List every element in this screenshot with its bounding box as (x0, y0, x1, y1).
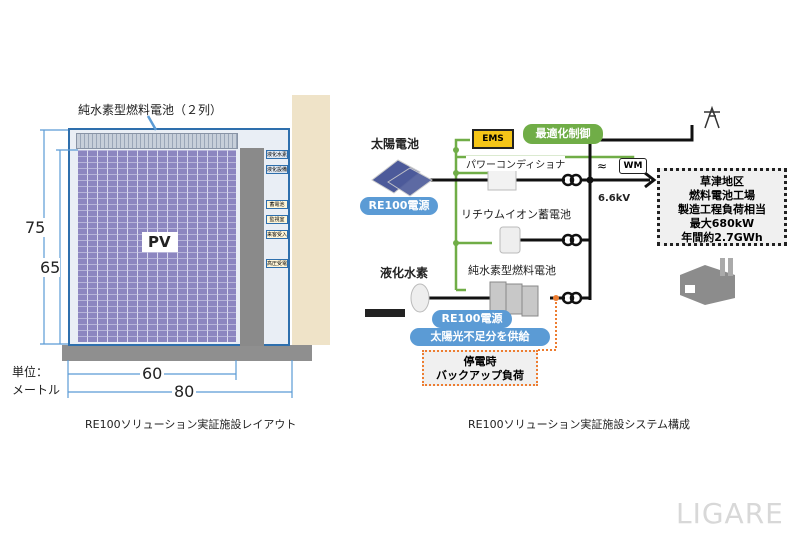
backup-line1: 停電時 (463, 355, 497, 368)
fuel-cell-system-label: 純水素型燃料電池 (468, 264, 556, 277)
battery-icon (499, 226, 521, 254)
solar-label: 太陽電池 (371, 137, 420, 151)
unit-value: メートル (12, 383, 61, 397)
hydrogen-label: 液化水素 (380, 266, 429, 280)
hydrogen-tank-icon (410, 283, 430, 313)
layout-caption: RE100ソリューション実証施設レイアウト (85, 418, 297, 431)
load-line: 年間約2.7GWh (681, 231, 763, 244)
wm-box: WM (619, 158, 647, 174)
backup-box: 停電時 バックアップ負荷 (422, 350, 538, 386)
room: 来客受入 (266, 230, 288, 239)
unit-label: 単位： (12, 365, 49, 379)
pv-label: PV (148, 233, 171, 251)
ground (62, 345, 312, 361)
load-line: 製造工程負荷相当 (678, 203, 766, 216)
optimize-label: 最適化制御 (523, 124, 603, 144)
re100-badge-fc: RE100電源 (432, 310, 512, 328)
watermark: LIGARE (676, 497, 784, 530)
pcs-label: パワーコンディショナ (466, 156, 566, 171)
supply-label: 太陽光不足分を供給 (410, 328, 550, 346)
room: 蓄電池 (266, 200, 288, 209)
battery-label: リチウムイオン蓄電池 (461, 208, 571, 221)
load-box: 草津地区 燃料電池工場 製造工程負荷相当 最大680kW 年間約2.7GWh (657, 168, 787, 246)
voltage-label: 6.6kV (598, 193, 631, 204)
land-area (292, 95, 330, 345)
system-caption: RE100ソリューション実証施設システム構成 (468, 418, 691, 431)
transformer-icons (561, 173, 583, 305)
room: 液化水素 (266, 150, 288, 159)
pylon-icon (704, 105, 720, 129)
switch-symbol: ≈ (597, 159, 607, 173)
load-line: 燃料電池工場 (689, 189, 755, 202)
room: 監視室 (266, 215, 288, 224)
corridor (240, 148, 264, 346)
backup-line2: バックアップ負荷 (436, 369, 524, 382)
room: 高圧受電 (266, 259, 288, 268)
solar-panel-icon (371, 159, 433, 197)
load-line: 草津地区 (700, 175, 744, 188)
factory-icon (680, 258, 735, 305)
load-line: 最大680kW (689, 217, 755, 230)
re100-badge-solar: RE100電源 (360, 197, 438, 215)
rooms-column: 液化水素 液化設備 蓄電池 監視室 来客受入 高圧受電 (266, 150, 288, 268)
dim-75: 75 (25, 218, 46, 237)
fuel-cell-icon (489, 281, 539, 317)
fuel-cell-row (76, 133, 238, 149)
dim-60: 60 (140, 364, 165, 383)
fuel-cell-label: 純水素型燃料電池（２列） (78, 103, 223, 117)
pv-label-bg (142, 232, 178, 252)
room: 液化設備 (266, 165, 288, 174)
dim-80: 80 (172, 382, 197, 401)
ems-box: EMS (472, 129, 514, 149)
dim-65: 65 (40, 258, 61, 277)
tanker-truck-icon (365, 309, 405, 317)
